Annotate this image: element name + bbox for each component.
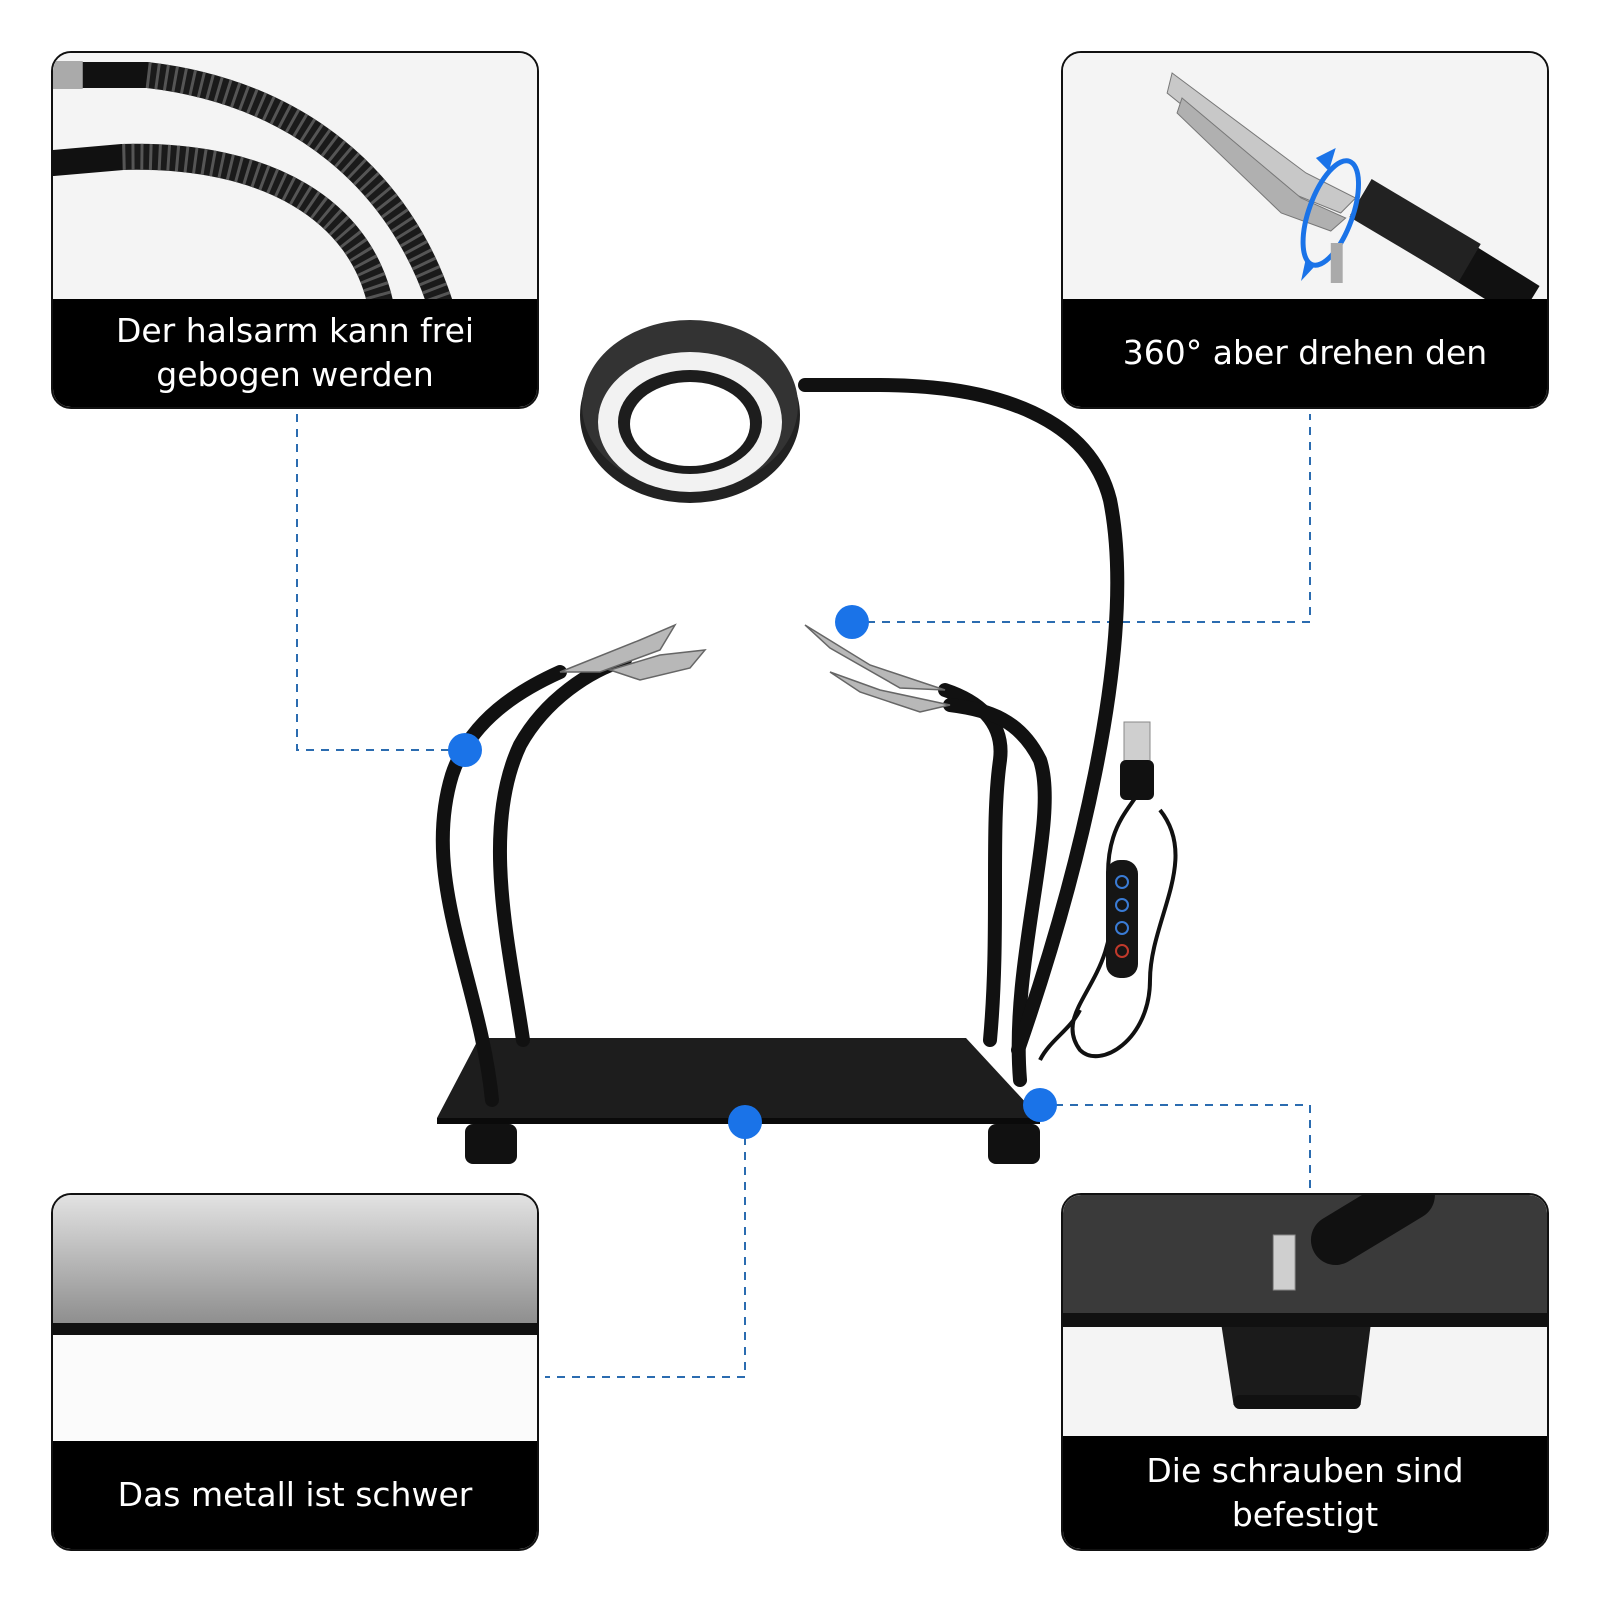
gooseneck-arms (435, 378, 1125, 1107)
connector-top-right (852, 414, 1311, 623)
caption-heavy-metal: Das metall ist schwer (53, 1441, 537, 1549)
markers (448, 605, 1057, 1139)
connector-bottom-right (1040, 1104, 1311, 1190)
usb-plug (1120, 721, 1154, 800)
photo-screw-and-foot (1063, 1195, 1547, 1440)
photo-metal-plate-edge (53, 1195, 537, 1445)
marker-arm (448, 733, 482, 767)
caption-screws: Die schrauben sind befestigt (1063, 1436, 1547, 1549)
photo-gooseneck-closeup (53, 53, 537, 303)
connector-lines (296, 414, 1311, 1378)
usb-cable (1038, 789, 1178, 1061)
callout-card-screws: Die schrauben sind befestigt (1061, 1193, 1549, 1551)
marker-clip (835, 605, 869, 639)
callout-card-flexible-arm: Der halsarm kann frei gebogen werden (51, 51, 539, 409)
callout-card-rotation: 360° aber drehen den (1061, 51, 1549, 409)
base-plate (437, 1038, 1040, 1164)
marker-plate (728, 1105, 762, 1139)
inline-switch (1106, 860, 1138, 978)
caption-flexible-arm: Der halsarm kann frei gebogen werden (53, 299, 537, 407)
alligator-clips (559, 623, 951, 713)
photo-clip-rotation (1063, 53, 1547, 303)
connector-bottom-left (545, 1122, 746, 1378)
callout-card-heavy-metal: Das metall ist schwer (51, 1193, 539, 1551)
marker-screw (1023, 1088, 1057, 1122)
ring-light (580, 320, 800, 503)
caption-rotation: 360° aber drehen den (1063, 299, 1547, 407)
connector-top-left (296, 414, 465, 751)
